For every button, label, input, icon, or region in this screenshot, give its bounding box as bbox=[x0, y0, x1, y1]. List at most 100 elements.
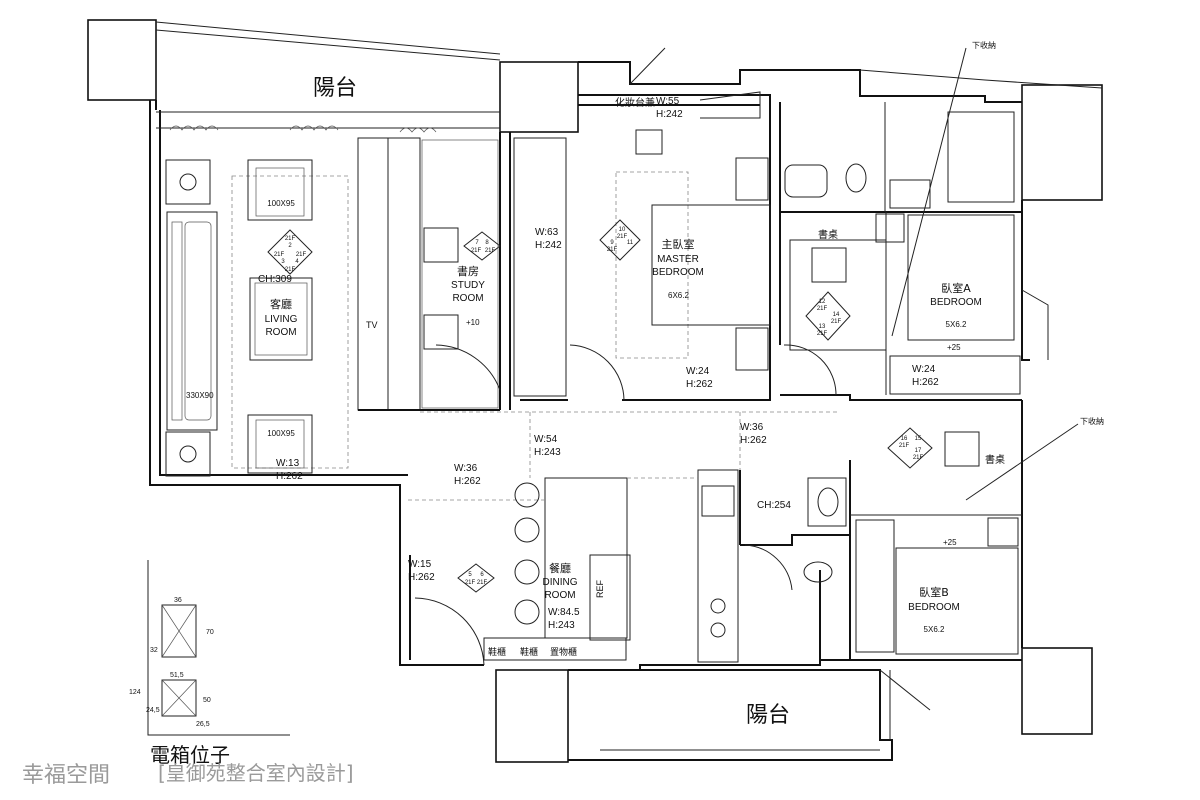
ch254-dim: CH:254 bbox=[757, 500, 791, 511]
eb-32: 32 bbox=[150, 647, 158, 654]
outlet-master-a: 10 bbox=[619, 227, 626, 233]
w15-dim: W:15 bbox=[408, 559, 432, 570]
bed-b-dim: 5X6.2 bbox=[924, 625, 945, 634]
dining-room-en2: ROOM bbox=[544, 590, 575, 601]
bedroom-b-plus25: +25 bbox=[943, 538, 957, 547]
h262-a-dim: H:262 bbox=[912, 377, 939, 388]
w845-dim: W:84.5 bbox=[548, 607, 580, 618]
outlet-a-d: 21F bbox=[831, 319, 842, 325]
bed-master-dim: 6X6.2 bbox=[668, 291, 689, 300]
w55-dim: W:55 bbox=[656, 96, 680, 107]
ceiling-dashes bbox=[408, 411, 840, 501]
study-floor-pattern bbox=[421, 139, 501, 409]
study-room-cn: 書房 bbox=[457, 264, 479, 278]
outlet-b-d: 17 bbox=[915, 448, 922, 454]
bedroom-a-plus25: +25 bbox=[947, 343, 961, 352]
storage-cabinet: 置物櫃 bbox=[550, 646, 577, 658]
watermark-brand: 幸福空間 bbox=[22, 763, 110, 788]
sofa-side-bottom-dim: 100X95 bbox=[267, 429, 295, 438]
outlet-master-e: 11 bbox=[627, 240, 634, 246]
w13-dim: W:13 bbox=[276, 458, 300, 469]
pillar-bottom-right bbox=[1021, 647, 1093, 735]
outlet-b-b: 15 bbox=[915, 436, 922, 442]
bedroom-b-en: BEDROOM bbox=[908, 602, 960, 613]
living-room-en1: LIVING bbox=[265, 314, 298, 325]
outlet-a-a: 12 bbox=[819, 299, 826, 305]
outlet-b-c: 21F bbox=[899, 443, 910, 449]
dining-room-en1: DINING bbox=[543, 577, 578, 588]
dining-room-cn: 餐廳 bbox=[549, 561, 571, 575]
outlet-master-b: 21F bbox=[617, 234, 628, 240]
outlet-a-e: 13 bbox=[819, 324, 826, 330]
bedroom-a-furniture bbox=[789, 213, 1015, 351]
outlet-b-a: 16 bbox=[901, 436, 908, 442]
outlet-a-f: 21F bbox=[817, 331, 828, 337]
top-bathroom-fixtures bbox=[784, 111, 1015, 209]
h242-closet-dim: H:242 bbox=[535, 240, 562, 251]
pillar-bottom-mid bbox=[495, 669, 569, 763]
outlet-a-b: 21F bbox=[817, 306, 828, 312]
outlet-study-d: 21F bbox=[485, 248, 496, 254]
h242-vanity-dim: H:242 bbox=[656, 109, 683, 120]
door-swings bbox=[414, 47, 1049, 711]
outlet-study-b: 8 bbox=[485, 240, 489, 246]
pillar-top-right bbox=[1021, 84, 1103, 201]
study-room-en1: STUDY bbox=[451, 280, 485, 291]
electric-box-label: 電箱位子 bbox=[150, 743, 230, 767]
h262-master-dim: H:262 bbox=[686, 379, 713, 390]
study-plus10: +10 bbox=[466, 318, 480, 327]
outlet-living-g: 21F bbox=[285, 267, 296, 273]
outlet-study-a: 7 bbox=[475, 240, 479, 246]
pillar-top-left bbox=[87, 19, 157, 101]
shoe-cabinet-1: 鞋櫃 bbox=[488, 646, 506, 658]
electric-box-diagram bbox=[147, 560, 290, 736]
outlet-living-f: 4 bbox=[295, 259, 299, 265]
outlet-study-c: 21F bbox=[471, 248, 482, 254]
sofa-main-dim: 330X90 bbox=[186, 391, 214, 400]
balcony-top-label: 陽台 bbox=[313, 76, 357, 101]
h262-living-dim: H:262 bbox=[276, 471, 303, 482]
bed-a-dim: 5X6.2 bbox=[946, 320, 967, 329]
master-bedroom-en1: MASTER bbox=[657, 254, 699, 265]
eb-50: 50 bbox=[203, 697, 211, 704]
bedroom-a-en: BEDROOM bbox=[930, 297, 982, 308]
storage-b-leader bbox=[965, 423, 1079, 501]
eb-124: 124 bbox=[129, 689, 141, 696]
storage-a-leader bbox=[891, 47, 967, 337]
h262-hall-dim: H:262 bbox=[740, 435, 767, 446]
h262-entry-dim: H:262 bbox=[408, 572, 435, 583]
bedroom-b-cn: 臥室B bbox=[919, 585, 949, 599]
ref-label: REF bbox=[595, 579, 605, 598]
outlet-dining-d: 21F bbox=[477, 580, 488, 586]
living-room-en2: ROOM bbox=[265, 327, 296, 338]
outlet-dining-b: 6 bbox=[480, 572, 484, 578]
master-bedroom-cn: 主臥室 bbox=[662, 237, 695, 251]
eb-265: 26,5 bbox=[196, 721, 210, 728]
storage-b-label: 下收納 bbox=[1080, 416, 1104, 426]
balcony-bottom-label: 陽台 bbox=[746, 703, 790, 728]
bedroom-a-cn: 臥室A bbox=[941, 281, 971, 295]
desk-b-label: 書桌 bbox=[985, 453, 1005, 466]
kitchen-fixtures bbox=[701, 485, 735, 638]
outlet-a-c: 14 bbox=[833, 312, 840, 318]
w24-a-dim: W:24 bbox=[912, 364, 936, 375]
master-bedroom-en2: BEDROOM bbox=[652, 267, 704, 278]
eb-70: 70 bbox=[206, 629, 214, 636]
h243-845-dim: H:243 bbox=[548, 620, 575, 631]
dining-stools bbox=[514, 482, 540, 625]
w63-dim: W:63 bbox=[535, 227, 559, 238]
pillar-top-mid bbox=[499, 61, 579, 133]
living-room-cn: 客廳 bbox=[270, 297, 292, 311]
w36-dining-dim: W:36 bbox=[454, 463, 478, 474]
shoe-cabinet-2: 鞋櫃 bbox=[520, 646, 538, 658]
eb-515: 51,5 bbox=[170, 672, 184, 679]
ch309-dim: CH:309 bbox=[258, 274, 292, 285]
tv-label: TV bbox=[366, 320, 378, 330]
outlet-dining-c: 21F bbox=[465, 580, 476, 586]
outlet-markers: 21F 2 21F 21F 3 4 21F 7 8 21F 21F 10 21F… bbox=[267, 219, 933, 593]
master-bedroom-furniture bbox=[513, 91, 771, 397]
h243-54-dim: H:243 bbox=[534, 447, 561, 458]
eb-36: 36 bbox=[174, 597, 182, 604]
outlet-b-e: 21F bbox=[913, 455, 924, 461]
